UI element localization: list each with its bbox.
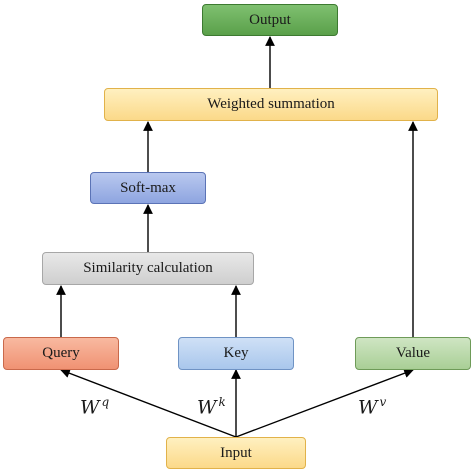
output-label: Output — [249, 11, 291, 28]
softmax-label: Soft-max — [120, 179, 176, 196]
value-node: Value — [355, 337, 471, 370]
query-weight-sup: q — [101, 395, 110, 409]
query-node: Query — [3, 337, 119, 370]
arrow-input-to-value — [235, 368, 414, 438]
input-node: Input — [166, 437, 306, 469]
query-weight-base: W — [80, 396, 100, 419]
value-weight-base: W — [358, 396, 378, 419]
key-weight-sup: k — [218, 395, 226, 409]
output-node: Output — [202, 4, 338, 36]
value-weight-sup: v — [379, 395, 387, 409]
weighted-summation-node: Weighted summation — [104, 88, 438, 121]
softmax-node: Soft-max — [90, 172, 206, 204]
input-label: Input — [220, 444, 252, 461]
key-node: Key — [178, 337, 294, 370]
key-weight-base: W — [197, 396, 217, 419]
weighted-summation-label: Weighted summation — [207, 96, 335, 112]
value-label: Value — [395, 345, 431, 361]
similarity-calculation-node: Similarity calculation — [42, 252, 254, 285]
similarity-calculation-label: Similarity calculation — [83, 260, 213, 276]
query-label: Query — [42, 345, 80, 361]
key-label: Key — [223, 345, 249, 361]
arrow-input-to-query — [60, 368, 237, 438]
